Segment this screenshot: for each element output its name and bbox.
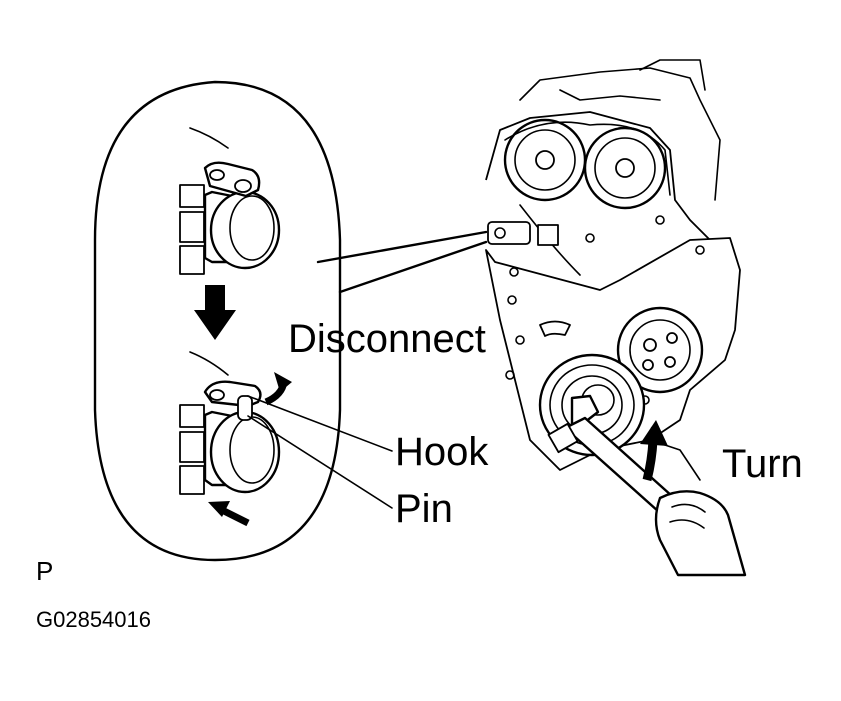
turn-arrow-icon [640, 420, 668, 482]
hook-leader [247, 395, 393, 452]
engine [485, 59, 741, 481]
hand [654, 490, 747, 577]
tensioner-locked [179, 127, 281, 275]
detail-callout [93, 80, 488, 562]
push-arrow-icon [208, 501, 250, 527]
tensioner-unlocked [179, 351, 281, 495]
pin-leader [247, 415, 393, 509]
down-arrow-icon [194, 285, 236, 340]
hook-label: Hook [395, 430, 489, 474]
disconnect-label: Disconnect [288, 317, 486, 361]
pin-label: Pin [395, 487, 453, 531]
figure-code-label: G02854016 [36, 607, 151, 632]
turn-label: Turn [722, 442, 803, 486]
hook-rotate-arrow-icon [264, 372, 292, 406]
view-code-label: P [36, 556, 53, 586]
